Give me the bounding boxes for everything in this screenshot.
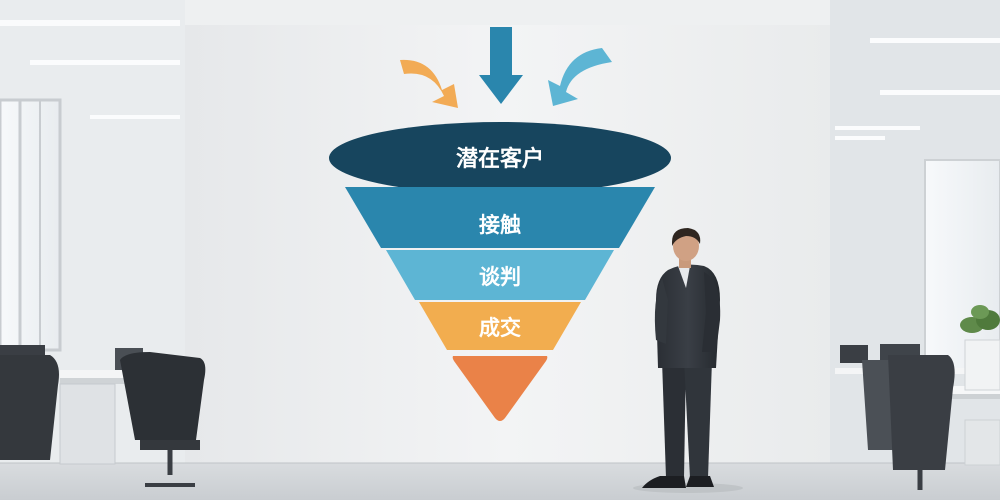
arrow-right-icon bbox=[548, 48, 612, 106]
funnel-stage-1 bbox=[329, 122, 671, 194]
funnel-stage-5 bbox=[452, 356, 548, 421]
arrow-left-icon bbox=[400, 59, 458, 108]
funnel-label-4: 成交 bbox=[479, 316, 521, 340]
funnel-label-2: 接触 bbox=[479, 213, 521, 237]
businessman-figure bbox=[633, 228, 743, 493]
funnel-label-3: 谈判 bbox=[479, 265, 521, 289]
incoming-arrows bbox=[400, 27, 612, 108]
funnel-stage-2 bbox=[345, 187, 655, 248]
arrow-center-icon bbox=[479, 27, 523, 104]
funnel-label-1: 潜在客户 bbox=[456, 146, 544, 172]
sales-funnel: 潜在客户 接触 谈判 成交 bbox=[329, 122, 671, 421]
right-office-furniture bbox=[835, 305, 1000, 490]
plant-icon bbox=[960, 305, 1000, 333]
funnel-stage-4 bbox=[419, 302, 581, 350]
left-office-furniture bbox=[0, 345, 206, 487]
funnel-stage-3 bbox=[386, 250, 614, 300]
